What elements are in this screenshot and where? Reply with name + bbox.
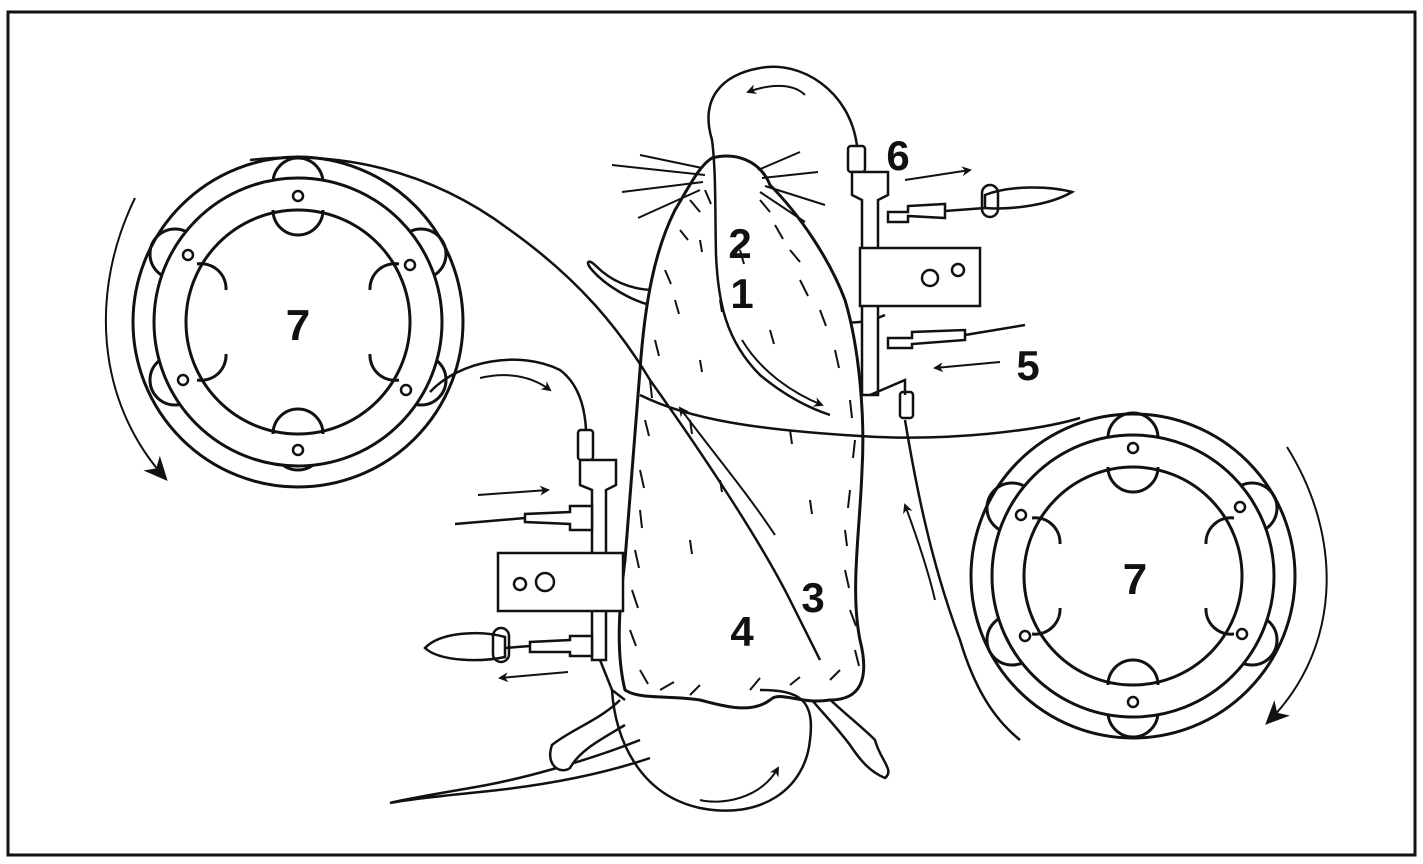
port-6 [888,204,945,222]
pump-left [106,157,463,487]
label-3: 3 [801,574,824,621]
flow-arrow-left-pump-out [480,375,550,390]
port-5 [888,330,965,348]
tube-left-pump-out [430,360,586,430]
port-left-upper [525,506,592,530]
label-1: 1 [730,270,753,317]
label-7-left: 7 [286,301,310,350]
rat-tail [390,740,650,803]
arrow-in-5 [935,362,1000,368]
flow-arrow-bottom [700,768,778,802]
pump-right [971,413,1327,738]
flow-arrow-top [748,86,805,95]
arrow-out-left [500,672,568,678]
arrow-out-6 [905,170,970,180]
label-2: 2 [728,220,751,267]
clamp-right [860,248,980,306]
port-left-lower [530,636,592,656]
pump-right-rotation-arrow [1268,447,1327,722]
cannula-left [425,430,625,700]
rat-front-leg-left [588,262,655,305]
flow-arrow-right-up [905,505,935,600]
label-7-right: 7 [1123,555,1147,604]
rat-hind-leg-right [812,690,888,778]
label-5: 5 [1016,342,1039,389]
arrow-in-left [478,490,548,495]
rat [390,152,888,803]
label-4: 4 [730,608,754,655]
label-6: 6 [886,132,909,179]
